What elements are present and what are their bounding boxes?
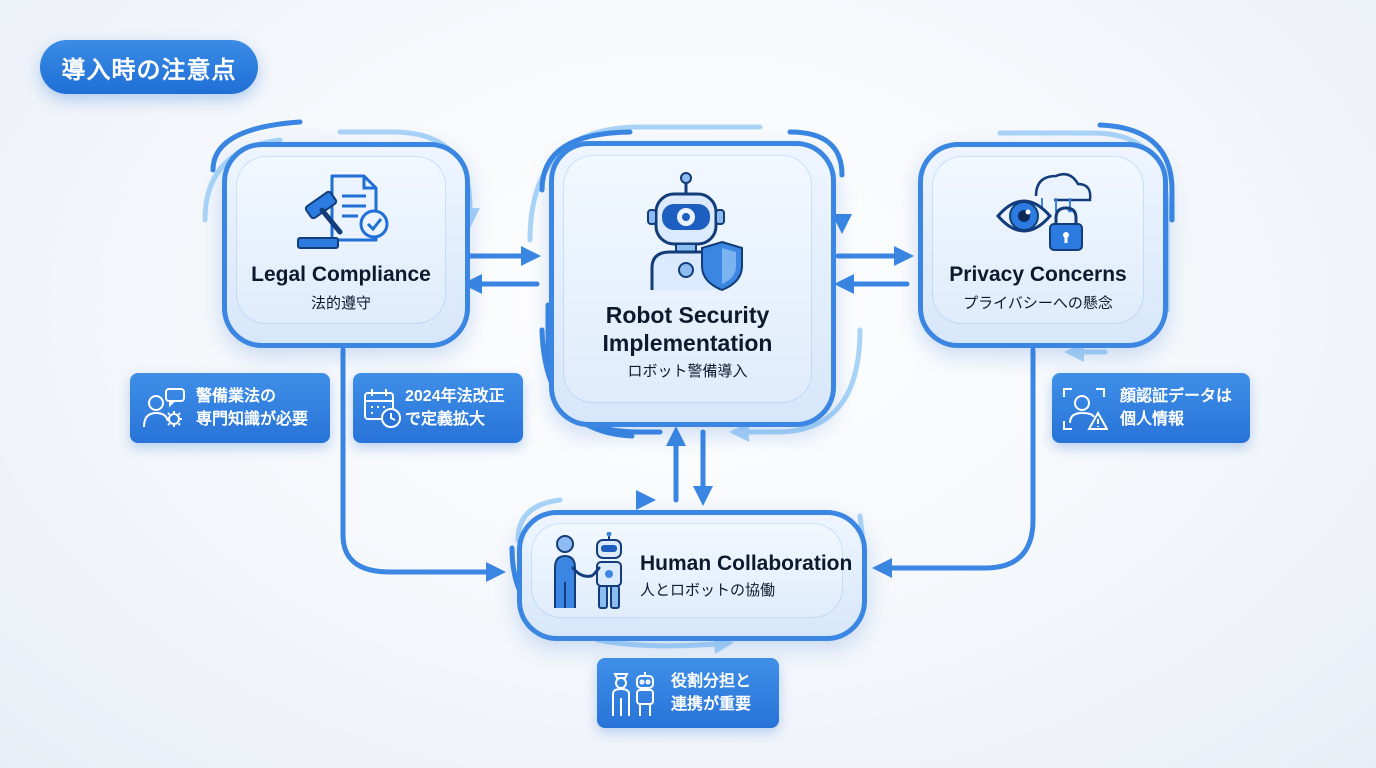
robot-security-title-line2: Implementation [602, 330, 773, 356]
note-expertise-line1: 警備業法の [196, 388, 277, 405]
note-face-data-line2: 個人情報 [1120, 411, 1185, 428]
robot-security-subtitle: ロボット警備導入 [627, 363, 748, 380]
legal-compliance-title: Legal Compliance [251, 263, 431, 286]
gavel-document-check-icon [292, 168, 392, 261]
note-roles-line1: 役割分担と [671, 673, 752, 690]
note-roles-text: 役割分担と 連携が重要 [671, 670, 751, 716]
robot-security-title-line1: Robot Security [605, 302, 770, 328]
person-gear-chat-icon [142, 387, 188, 434]
face-scan-warning-icon [1062, 387, 1109, 436]
note-expertise-text: 警備業法の 専門知識が必要 [196, 385, 308, 431]
person-robot-handshake-icon [549, 531, 629, 617]
note-expertise-line2: 専門知識が必要 [196, 411, 309, 428]
note-law-2024-text: 2024年法改正 で定義拡大 [405, 385, 505, 431]
note-roles-line2: 連携が重要 [671, 696, 752, 713]
note-face-data-line1: 顔認証データは [1120, 388, 1233, 405]
privacy-concerns-subtitle: プライバシーへの懸念 [963, 295, 1113, 312]
calendar-clock-icon [363, 387, 403, 434]
note-face-data-text: 顔認証データは 個人情報 [1120, 385, 1232, 431]
privacy-concerns-title: Privacy Concerns [949, 263, 1127, 286]
note-face-data: 顔認証データは 個人情報 [1052, 373, 1250, 443]
note-law-2024: 2024年法改正 で定義拡大 [353, 373, 523, 443]
note-roles: 役割分担と 連携が重要 [597, 658, 779, 728]
guard-and-robot-icon [609, 668, 657, 723]
human-collaboration-node[interactable] [531, 523, 843, 618]
note-law-2024-line2: で定義拡大 [405, 411, 486, 428]
page-title: 導入時の注意点 [40, 40, 258, 94]
robot-shield-icon [636, 172, 746, 297]
eye-cloud-lock-icon [994, 168, 1094, 261]
human-collaboration-title: Human Collaboration [640, 552, 853, 575]
note-expertise: 警備業法の 専門知識が必要 [130, 373, 330, 443]
legal-compliance-subtitle: 法的遵守 [310, 295, 371, 312]
note-law-2024-line1: 2024年法改正 [405, 388, 505, 405]
human-collaboration-subtitle: 人とロボットの協働 [640, 582, 776, 599]
